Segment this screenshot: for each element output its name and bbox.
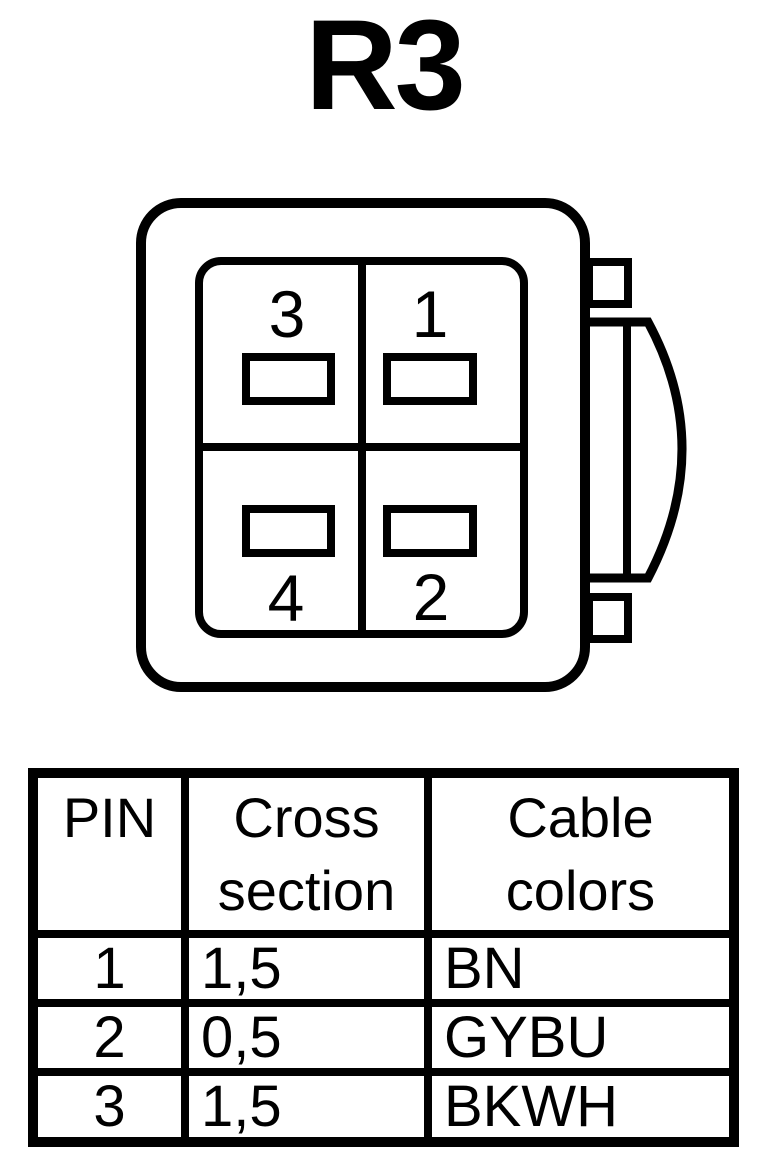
pin-label-1: 1 [412, 277, 449, 351]
pin-slot-1 [383, 353, 477, 405]
connector-diagram: 3 1 4 2 [136, 198, 687, 692]
pin-slot-2 [383, 505, 477, 557]
pin-3-cable-color: BKWH [424, 1068, 738, 1146]
pin-3-number: 3 [29, 1068, 189, 1146]
pin-3-cross-section: 1,5 [181, 1068, 432, 1146]
pin-2-cross-section: 0,5 [181, 999, 432, 1076]
pin-2-cable-color: GYBU [424, 999, 738, 1076]
table-row-pin-1: 1 1,5 BN [29, 930, 738, 1007]
header-pin: PIN [29, 769, 189, 938]
table-row-pin-2: 2 0,5 GYBU [29, 999, 738, 1076]
pin-slot-3 [242, 353, 335, 405]
header-cable-colors: Cable colors [424, 769, 738, 938]
pin-label-3: 3 [269, 277, 306, 351]
pin-label-2: 2 [413, 560, 450, 634]
pin-1-number: 1 [29, 930, 189, 1007]
pin-slot-4 [242, 505, 335, 557]
connector-tab-bottom [585, 593, 632, 643]
connector-tab-top [585, 258, 632, 308]
table-row-pin-3: 3 1,5 BKWH [29, 1068, 738, 1146]
pin-2-number: 2 [29, 999, 189, 1076]
connector-latch [585, 317, 687, 583]
pin-table: PIN Cross section Cable colors 1 1,5 BN … [28, 768, 739, 1147]
header-cross-section: Cross section [181, 769, 432, 938]
pin-1-cross-section: 1,5 [181, 930, 432, 1007]
pin-label-4: 4 [268, 561, 305, 635]
pin-table-header-row: PIN Cross section Cable colors [29, 769, 738, 938]
page-title: R3 [305, 0, 466, 137]
pin-1-cable-color: BN [424, 930, 738, 1007]
